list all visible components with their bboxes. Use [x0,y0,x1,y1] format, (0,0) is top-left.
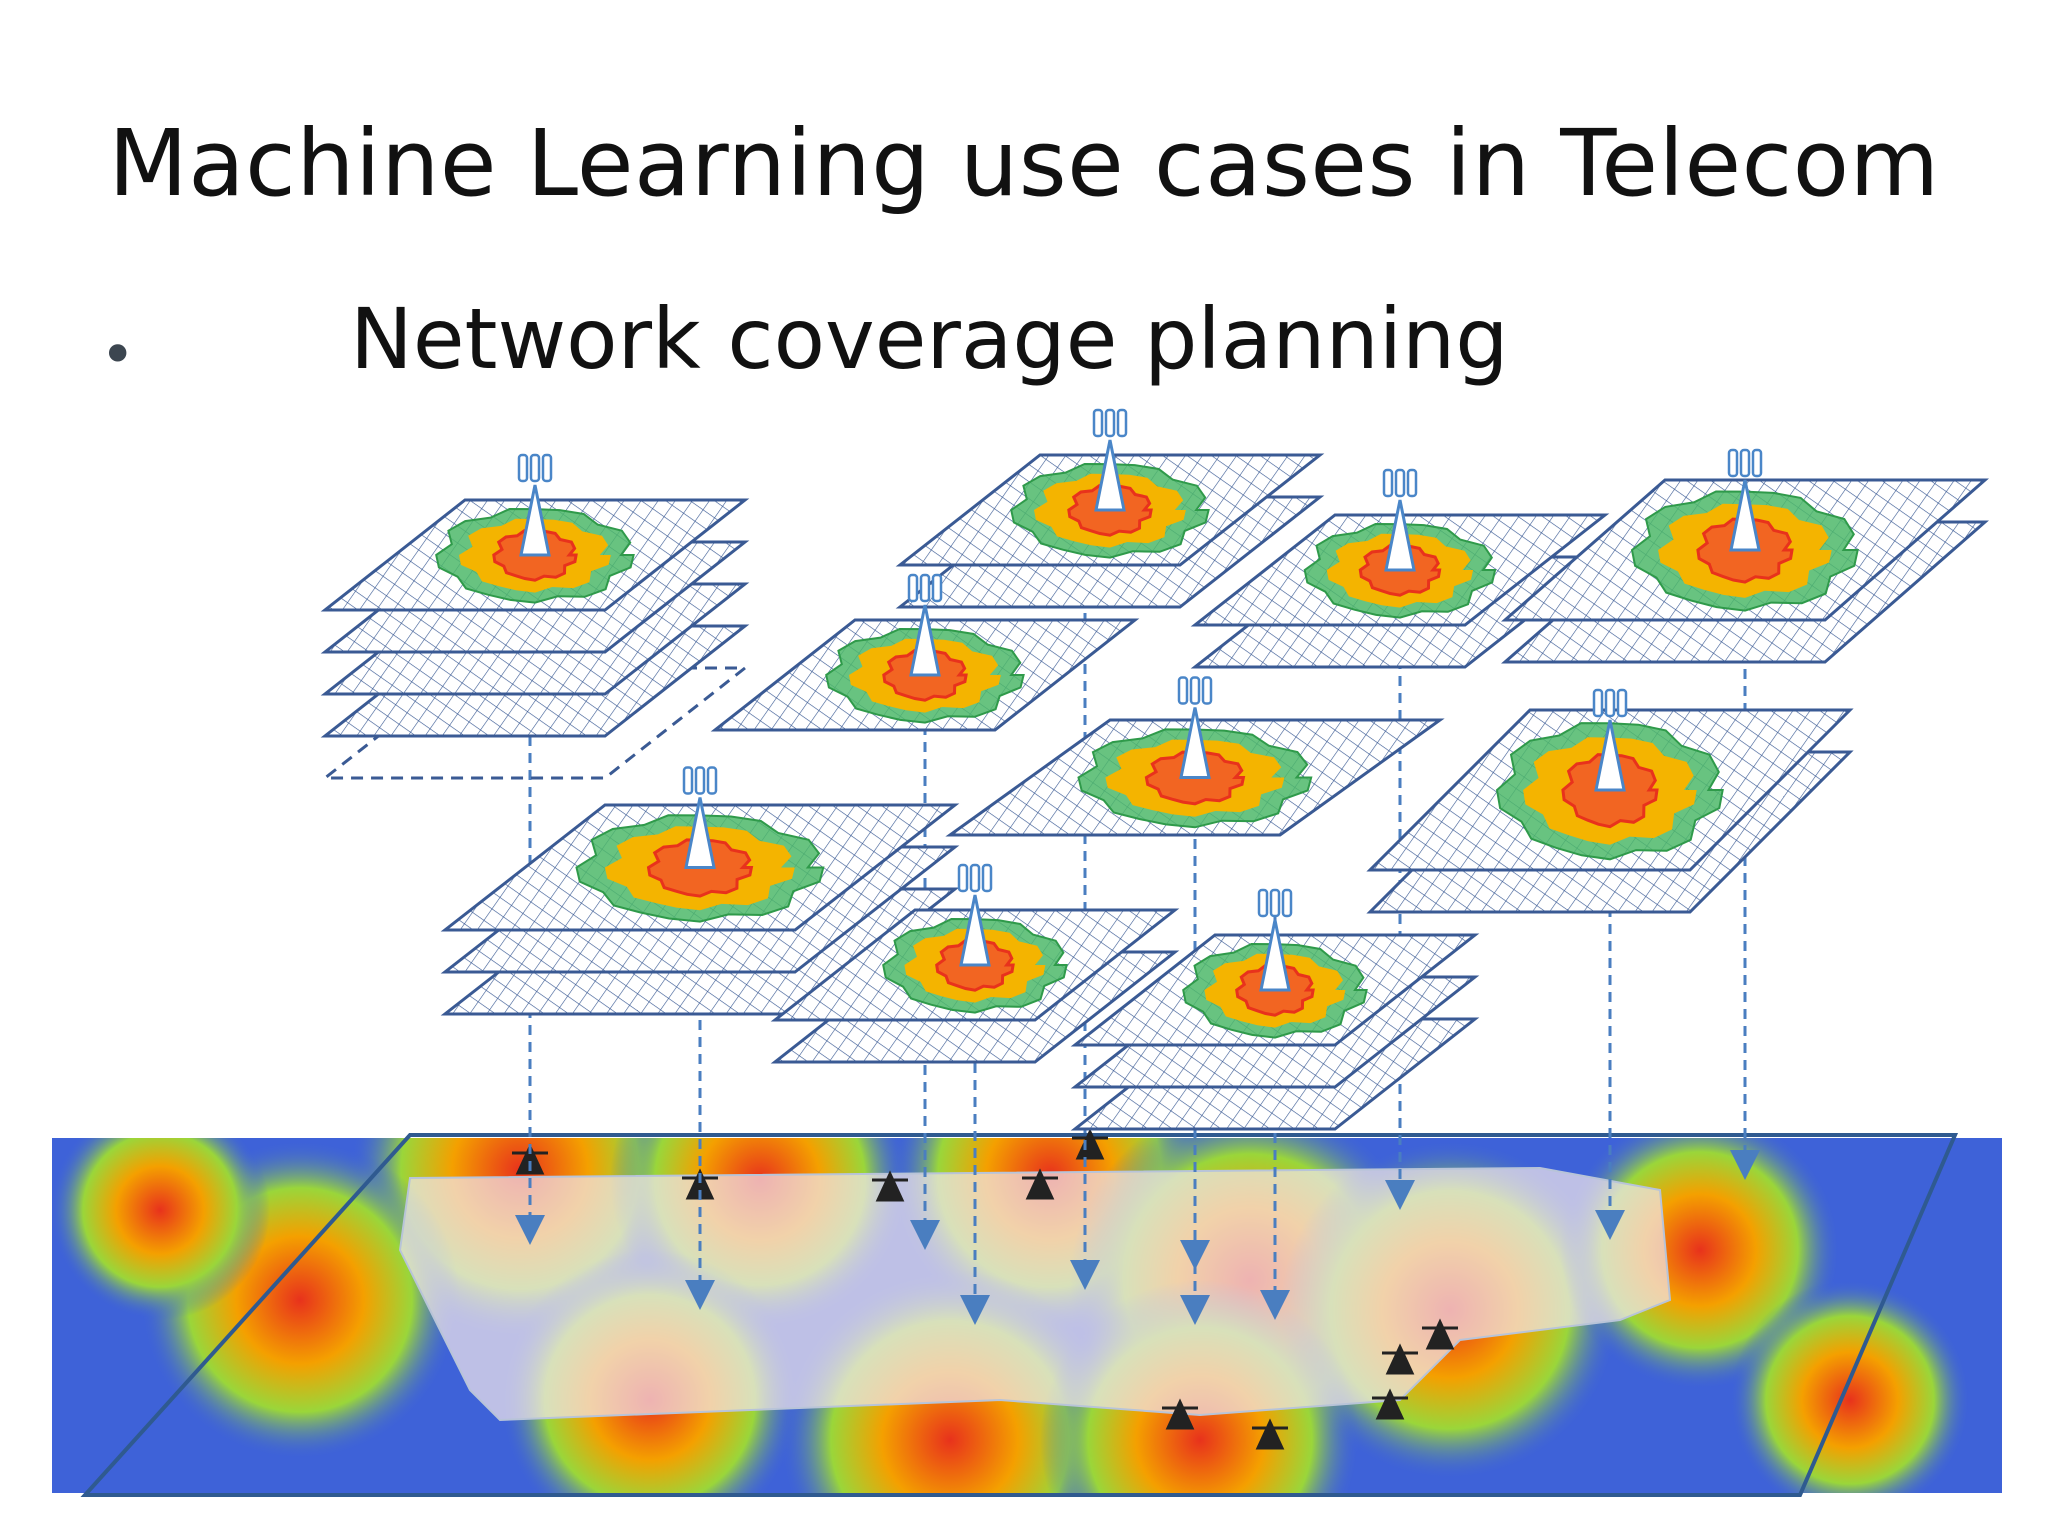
cell-tower-icon [1257,888,1293,992]
coverage-grid-layer-stack [1501,448,1989,664]
coverage-grid-layer-stack [440,766,960,1016]
map-tower-icon [1252,1418,1288,1450]
cell-tower-icon [1382,468,1418,572]
map-tower-icon [1382,1343,1418,1375]
map-tower-icon [872,1170,908,1202]
coverage-grid-layer-stack [895,408,1325,609]
coverage-grid-layer-stack [1070,888,1480,1131]
coverage-map [52,1128,2002,1497]
cell-tower-icon [1727,448,1763,552]
bullet-marker: • [100,320,136,390]
heatmap-blob [52,1138,270,1320]
planned-area-region [398,1166,1672,1422]
cell-tower-icon [1092,408,1128,512]
map-tower-markers [512,1128,1458,1450]
cell-tower-icon [957,863,993,967]
coverage-grid-layer-stack [320,453,750,780]
cell-tower-icon [517,453,553,557]
coverage-grid-layer-stack [1366,688,1854,914]
map-tower-icon [1422,1318,1458,1350]
map-tower-icon [1372,1388,1408,1420]
map-tower-icon [1162,1398,1198,1430]
bullet-text: Network coverage planning [350,290,1509,388]
cell-tower-icon [907,573,943,677]
coverage-layer-stacks [320,408,1989,1131]
coverage-grid-layer-stack [770,863,1180,1064]
slide-title: Machine Learning use cases in Telecom [108,110,1940,217]
map-tower-icon [1022,1168,1058,1200]
cell-tower-icon [1592,688,1628,792]
coverage-grid-layer-stack [1190,468,1610,669]
heatmap-blob [1730,1280,1970,1493]
coverage-grid-layer-stack [710,573,1140,732]
map-frame [80,1133,1959,1497]
coverage-grid-layer-stack [945,676,1445,837]
cell-tower-icon [1177,676,1213,779]
cell-tower-icon [682,766,718,869]
